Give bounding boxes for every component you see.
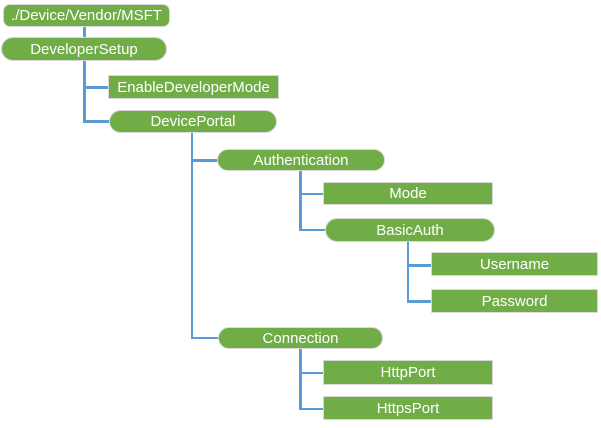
connector-to-password	[406, 300, 433, 303]
node-root-path: ./Device/Vendor/MSFT	[3, 4, 170, 27]
connector-to-httpsport	[299, 407, 324, 410]
connector-to-deviceportal	[83, 120, 110, 123]
node-basic-auth: BasicAuth	[325, 218, 495, 242]
connector-root-to-developersetup	[83, 27, 86, 38]
node-https-port: HttpsPort	[323, 396, 493, 420]
node-device-portal: DevicePortal	[109, 110, 277, 133]
node-password: Password	[431, 289, 598, 313]
connector-to-mode	[299, 192, 324, 195]
connector-basicauth-trunk	[406, 241, 409, 302]
node-mode: Mode	[323, 182, 493, 205]
connector-to-authentication	[190, 159, 219, 162]
node-developer-setup: DeveloperSetup	[1, 37, 167, 61]
connector-to-enabledevelopermode	[83, 86, 109, 89]
connector-to-httpport	[299, 371, 324, 374]
node-username: Username	[431, 252, 598, 276]
connector-to-connection	[190, 336, 220, 339]
node-enable-developer-mode: EnableDeveloperMode	[108, 75, 279, 99]
connector-deviceportal-trunk	[190, 132, 193, 338]
node-connection: Connection	[218, 327, 383, 349]
connector-to-username	[406, 264, 433, 267]
node-http-port: HttpPort	[323, 360, 493, 385]
node-authentication: Authentication	[217, 149, 385, 171]
connector-connection-trunk	[299, 348, 302, 409]
connector-to-basicauth	[299, 228, 326, 231]
connector-authentication-trunk	[299, 170, 302, 230]
connector-developersetup-trunk	[83, 60, 86, 122]
